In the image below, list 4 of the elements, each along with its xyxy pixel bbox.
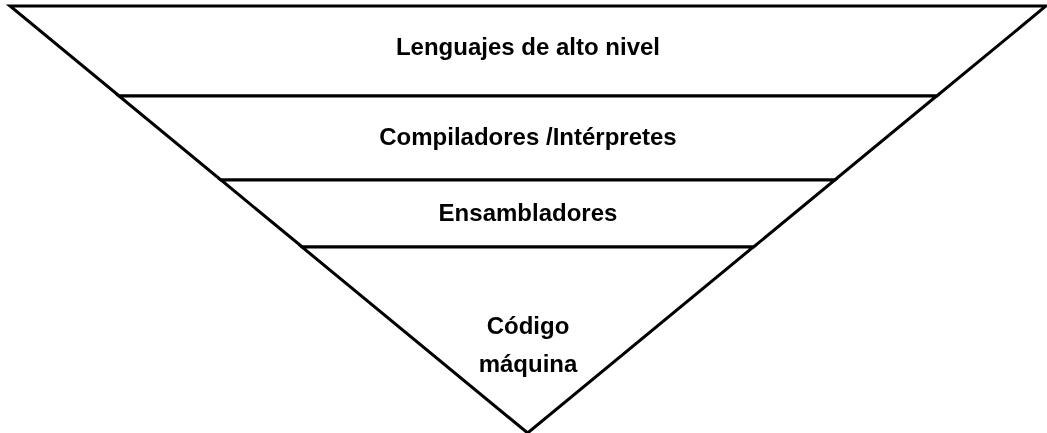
level-label: Código máquina (477, 311, 579, 379)
level-label: Compiladores /Intérpretes (378, 122, 678, 152)
level-label: Lenguajes de alto nivel (394, 32, 662, 62)
level-label: Ensambladores (437, 198, 619, 228)
